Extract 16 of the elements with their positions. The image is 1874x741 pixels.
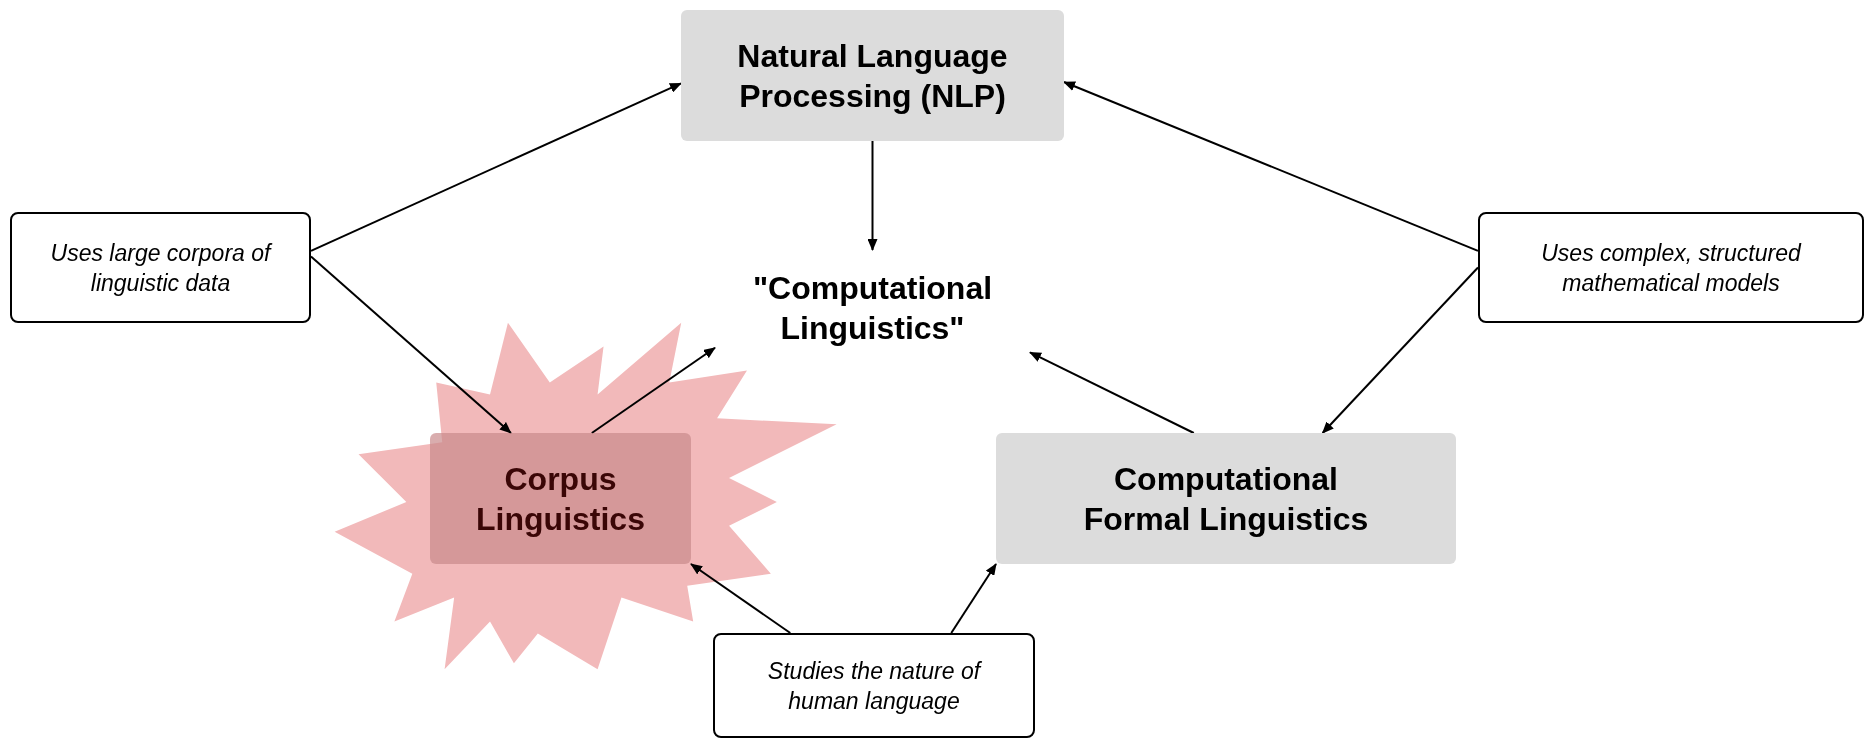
process-box: Natural Language Processing (NLP) [681,10,1064,141]
note-box: Studies the nature of human language [713,633,1035,738]
arrow [1063,81,1479,252]
arrow [690,563,792,634]
highlighted-box: Corpus Linguistics [430,433,691,564]
arrow [1029,351,1195,434]
title-text: "Computational Linguistics" [715,250,1030,365]
note-box: Uses large corpora of linguistic data [10,212,311,323]
arrow [310,255,512,434]
arrow [867,140,878,251]
arrow [1321,266,1479,434]
note-box: Uses complex, structured mathematical models [1478,212,1864,323]
process-box: Computational Formal Linguistics [996,433,1456,564]
arrow [950,563,997,634]
arrow [310,82,682,252]
arrow [590,346,716,434]
